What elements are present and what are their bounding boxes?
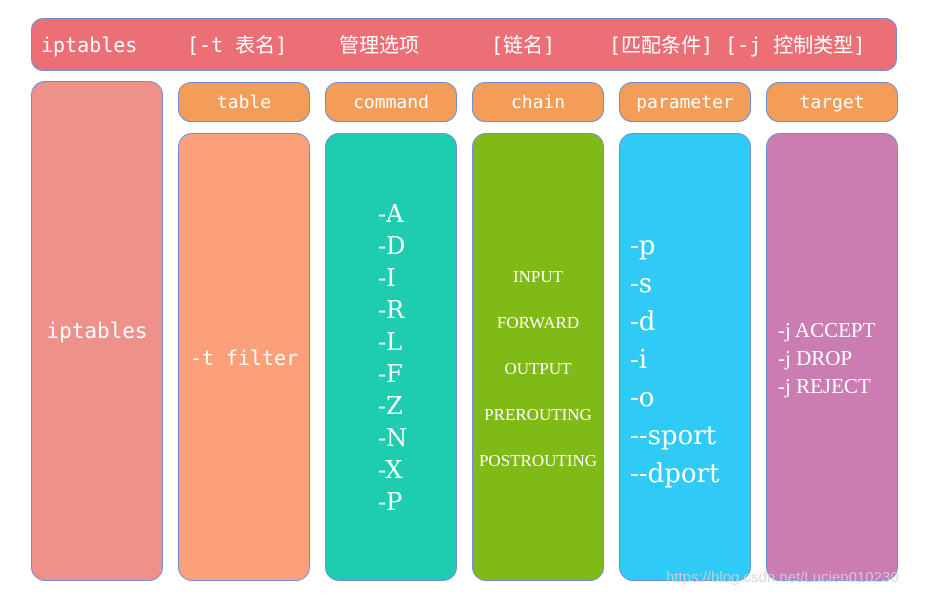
syntax-command: iptables	[41, 33, 138, 57]
syntax-chain: [链名]	[491, 33, 556, 57]
syntax-bar: iptables [-t 表名] 管理选项 [链名] [匹配条件] [-j 控制…	[31, 18, 897, 71]
iptables-label: iptables	[46, 319, 148, 343]
syntax-match-target: [匹配条件] [-j 控制类型]	[609, 33, 866, 57]
syntax-table: [-t 表名]	[187, 33, 288, 57]
chain-item: INPUT	[512, 267, 564, 286]
chain-item: FORWARD	[496, 313, 580, 332]
target-column: -j ACCEPT -j DROP -j REJECT	[766, 133, 898, 581]
parameter-item: -d	[630, 307, 656, 337]
command-column: -A -D -I -R -L -F -Z -N -X -P	[325, 133, 457, 581]
command-item: -A	[378, 200, 404, 228]
parameter-item: -s	[630, 269, 653, 299]
syntax-options: 管理选项	[339, 33, 419, 57]
chain-item: POSTROUTING	[478, 451, 598, 470]
parameter-item: --dport	[630, 459, 720, 489]
command-item: -L	[378, 328, 403, 356]
target-item: -j ACCEPT	[778, 318, 876, 342]
parameter-item: -i	[630, 345, 648, 375]
command-item: -X	[378, 456, 403, 484]
table-item: -t filter	[189, 346, 299, 370]
parameter-column: -p -s -d -i -o --sport --dport	[619, 133, 751, 581]
iptables-column: iptables	[31, 81, 163, 581]
parameter-list: -p -s -d -i -o --sport --dport	[630, 227, 719, 493]
target-item: -j REJECT	[778, 374, 871, 398]
command-item: -P	[378, 488, 403, 516]
chain-item: OUTPUT	[504, 359, 572, 378]
parameter-item: -o	[630, 383, 655, 413]
command-list: -A -D -I -R -L -F -Z -N -X -P	[378, 198, 407, 518]
chain-item: PREROUTING	[484, 405, 592, 424]
chain-list: INPUT FORWARD OUTPUT PREROUTING POSTROUT…	[473, 254, 603, 484]
command-item: -F	[378, 360, 403, 388]
parameter-item: --sport	[630, 421, 717, 451]
parameter-item: -p	[630, 231, 656, 261]
parameter-header: parameter	[619, 82, 751, 122]
command-header: command	[325, 82, 457, 122]
target-item: -j DROP	[778, 346, 853, 370]
table-header: table	[178, 82, 310, 122]
command-item: -Z	[378, 392, 403, 420]
table-column: -t filter	[178, 133, 310, 581]
target-header: target	[766, 82, 898, 122]
command-item: -N	[378, 424, 408, 452]
watermark: https://blog.csdn.net/Lucien010230	[666, 569, 899, 586]
command-item: -I	[378, 264, 396, 292]
command-item: -D	[378, 232, 406, 260]
target-list: -j ACCEPT -j DROP -j REJECT	[778, 316, 875, 400]
chain-header: chain	[472, 82, 604, 122]
chain-column: INPUT FORWARD OUTPUT PREROUTING POSTROUT…	[472, 133, 604, 581]
command-item: -R	[378, 296, 405, 324]
